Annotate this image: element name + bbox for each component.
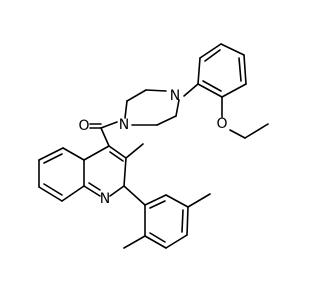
bond-ar3-methyl-2 — [123, 235, 146, 249]
bond-pip-1 — [124, 100, 128, 119]
bond-q-c4a-c4 — [83, 145, 110, 161]
bond-n-aryl — [183, 83, 199, 97]
bond-o-ch2 — [229, 129, 246, 139]
bond-b-2 — [38, 147, 64, 161]
molecule-structure: O N N O N — [38, 43, 269, 249]
piperazine-nitrogen-amide-label: N — [119, 117, 129, 133]
ether-oxygen-label: O — [216, 116, 227, 132]
bond-b-1 — [62, 147, 85, 161]
bond-ar3-1 — [144, 194, 167, 206]
bond-ar2-6 — [197, 83, 223, 98]
bond-c3-methyl — [125, 143, 144, 159]
bond-ar2-2i — [204, 49, 221, 62]
bond-ar2-6i — [202, 80, 222, 92]
bond-ar3-4 — [165, 234, 188, 249]
bond-carbonyl-c4 — [100, 127, 110, 147]
bond-ar3-3 — [186, 206, 189, 236]
bond-q-n-c8a — [83, 185, 101, 197]
bond-b-2i — [43, 153, 63, 164]
bond-q-c2-n — [109, 185, 125, 197]
bond-c2-aryl — [123, 185, 146, 206]
bond-ar3-2 — [165, 194, 189, 208]
bond-ch2-ch3 — [244, 123, 269, 139]
bond-ar2-4i — [238, 57, 242, 82]
bond-pip-2 — [126, 89, 147, 102]
bond-pip-4 — [175, 99, 180, 117]
bond-ar3-5i — [149, 232, 166, 243]
carbonyl-oxygen-label: O — [78, 118, 89, 134]
bond-b-5 — [61, 185, 85, 202]
bond-q-c3-c2 — [123, 157, 127, 187]
bond-q-c4-c3i — [109, 151, 124, 162]
quinoline-nitrogen-label: N — [100, 191, 110, 207]
bond-ar3-methyl-5 — [187, 193, 211, 208]
bond-ar2-1 — [197, 57, 201, 85]
bond-ar2-4 — [243, 54, 247, 85]
bond-carbonyl-n — [100, 121, 118, 129]
bond-b-4 — [38, 186, 63, 202]
bond-q-c4-c3 — [108, 145, 127, 159]
bond-q-n-c8ai — [88, 182, 101, 191]
piperazine-nitrogen-aryl-label: N — [170, 88, 180, 104]
bond-ar2-2 — [199, 43, 222, 59]
bond-pip-3 — [145, 89, 167, 92]
bond-ar3-3i — [181, 209, 184, 233]
bond-ar3-5 — [144, 235, 167, 249]
bond-b-4i — [43, 183, 63, 196]
bond-pip-5 — [156, 115, 177, 126]
bond-ar2-5 — [221, 83, 247, 98]
bond-ar3-1i — [149, 200, 166, 209]
bond-ar2-3 — [220, 43, 245, 56]
molecule-canvas: O N N O N — [38, 43, 269, 249]
